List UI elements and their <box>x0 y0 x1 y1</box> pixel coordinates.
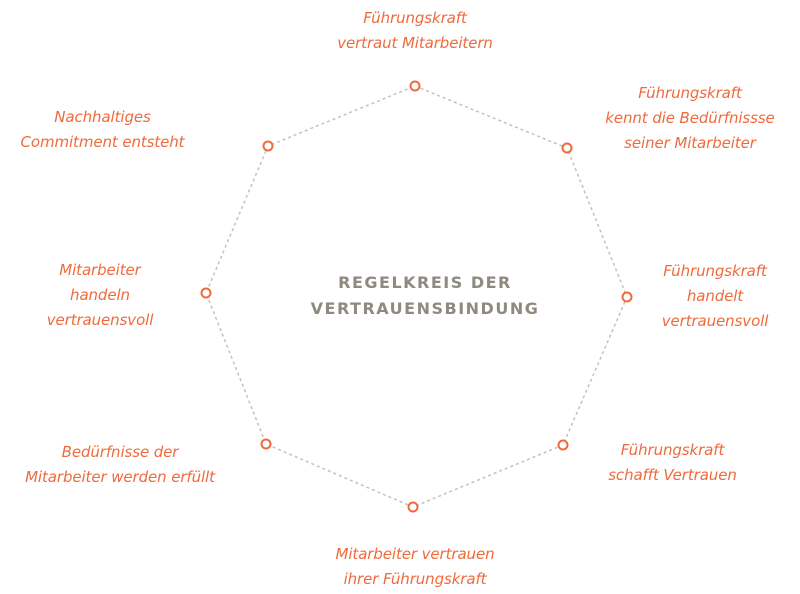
step-label-7: Mitarbeiter handeln vertrauensvoll <box>46 261 154 329</box>
step-label-3: Führungskraft handelt vertrauensvoll <box>661 262 769 330</box>
node-marker-8 <box>262 140 274 152</box>
step-label-5: Mitarbeiter vertrauen ihrer Führungskraf… <box>335 545 495 588</box>
node-marker-2 <box>561 142 573 154</box>
step-label-2: Führungskraft kennt die Bedürfnissse sei… <box>605 84 775 152</box>
diagram-title: REGELKREIS DER VERTRAUENSBINDUNG <box>310 273 540 318</box>
step-label-6: Bedürfnisse der Mitarbeiter werden erfül… <box>25 443 215 486</box>
node-marker-3 <box>621 291 633 303</box>
step-label-1: Führungskraft vertraut Mitarbeitern <box>337 9 493 52</box>
node-marker-7 <box>200 287 212 299</box>
step-label-8: Nachhaltiges Commitment entsteht <box>20 108 185 151</box>
step-label-4: Führungskraft schafft Vertrauen <box>608 441 737 484</box>
node-marker-1 <box>409 80 421 92</box>
node-marker-6 <box>260 438 272 450</box>
node-marker-5 <box>407 501 419 513</box>
node-marker-4 <box>557 439 569 451</box>
